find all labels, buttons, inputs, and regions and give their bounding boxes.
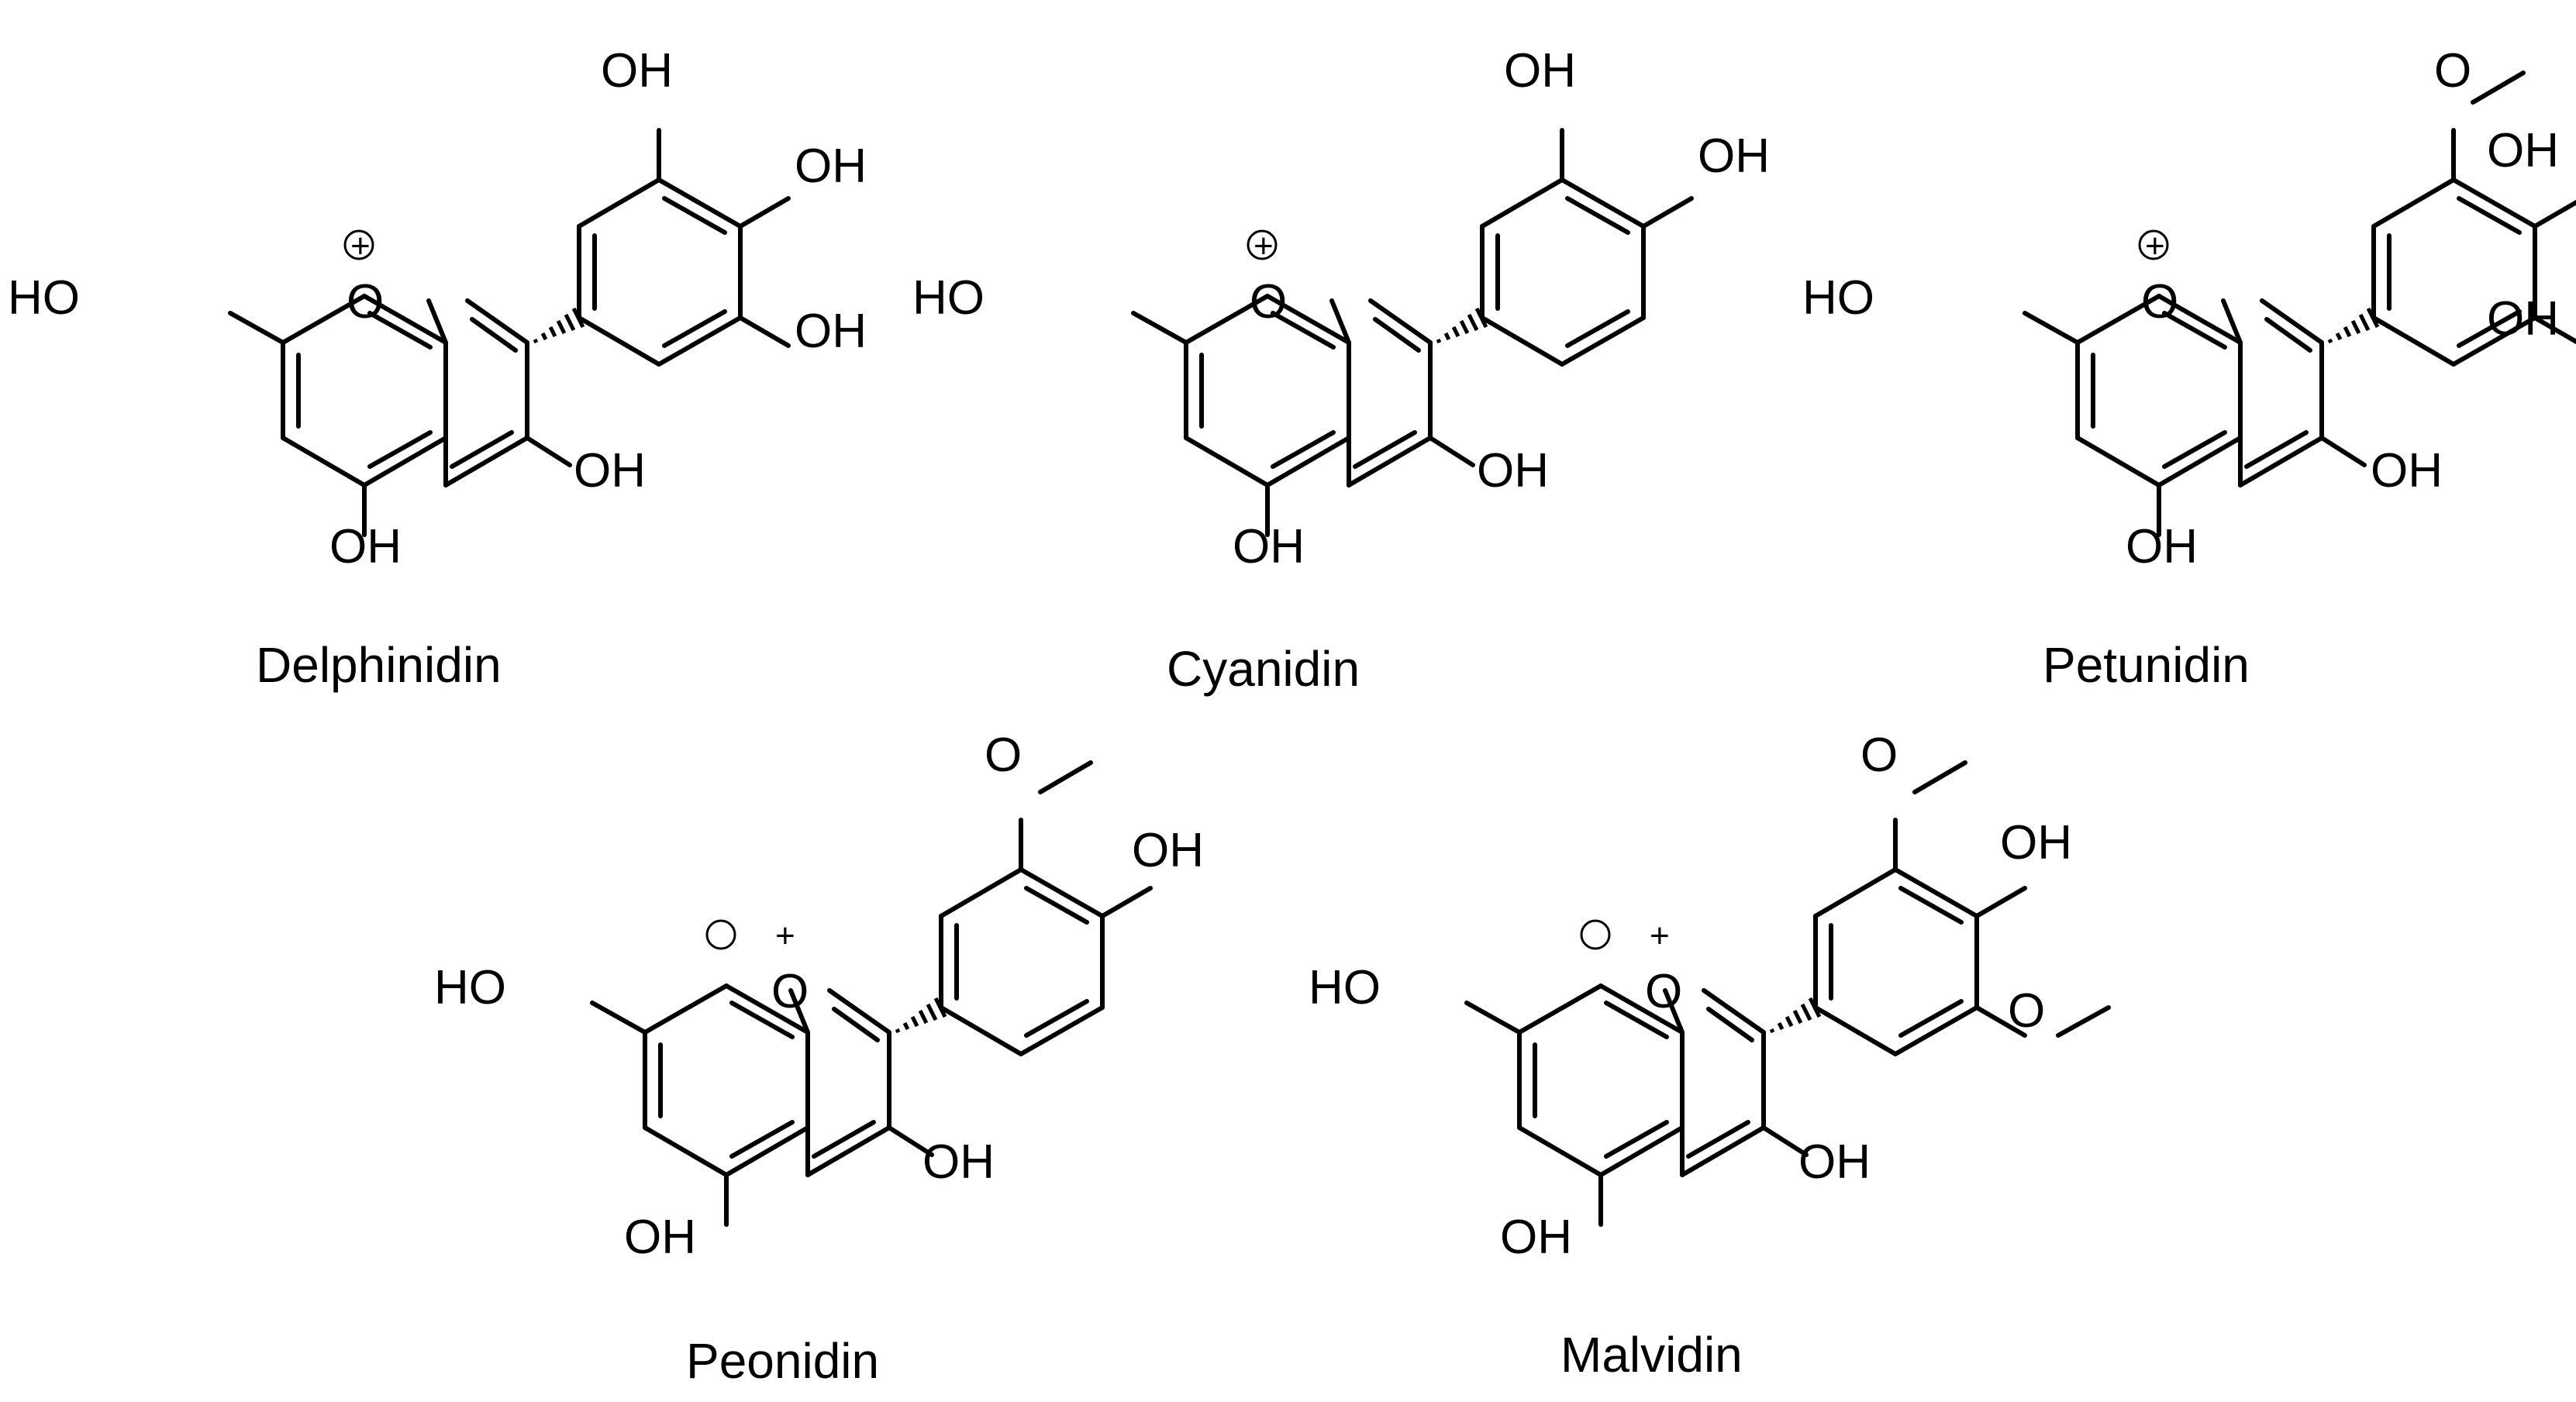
- labels-delphinidin: HO O + OH OH OH OH OH Delphinidin: [8, 44, 867, 693]
- labels-petunidin: HO O + OH OH O OH OH Petunidin: [1802, 44, 2559, 693]
- s3p-label: OH: [1504, 44, 1576, 98]
- oh5-label: OH: [1233, 520, 1305, 574]
- labels-peonidin: HO O + OH OH O OH Peonidin: [434, 729, 1204, 1389]
- oh3-label: OH: [1798, 1135, 1871, 1189]
- molecule-delphinidin: [230, 128, 791, 535]
- s4p-label: OH: [795, 140, 867, 193]
- s5p-label: OH: [795, 305, 867, 358]
- s3p-label: OH: [601, 44, 673, 98]
- oh7-label: HO: [1802, 271, 1874, 325]
- molecule-peonidin: [592, 760, 1153, 1225]
- oh3-label: OH: [2371, 444, 2443, 498]
- oh7-label: HO: [912, 271, 985, 325]
- s3p-label: O: [985, 729, 1022, 782]
- ring-oxygen-label: O: [2141, 275, 2178, 329]
- oh5-label: OH: [329, 520, 402, 574]
- charge-label: +: [350, 227, 371, 265]
- molecule-name: Cyanidin: [1167, 641, 1360, 697]
- ring-oxygen-label: O: [1250, 275, 1287, 329]
- oh5-label: OH: [1500, 1211, 1572, 1264]
- oh7-label: HO: [434, 961, 506, 1014]
- ring-oxygen-label: O: [771, 965, 809, 1018]
- molecule-name: Petunidin: [2043, 637, 2250, 693]
- molecule-malvidin: [1467, 760, 2111, 1225]
- oh3-label: OH: [1477, 444, 1549, 498]
- ring-oxygen-label: O: [1645, 965, 1682, 1018]
- s4p-label: OH: [1132, 824, 1204, 877]
- s5p-label: OH: [2487, 292, 2559, 346]
- charge-label: +: [2145, 227, 2165, 265]
- oh7-label: HO: [1309, 961, 1381, 1014]
- molecule-name: Delphinidin: [256, 637, 502, 693]
- s4p-label: OH: [2000, 816, 2072, 870]
- oh5-label: OH: [624, 1211, 696, 1264]
- charge-label: +: [1254, 227, 1274, 265]
- s3p-label: O: [2434, 44, 2471, 98]
- oh3-label: OH: [574, 444, 646, 498]
- oh3-label: OH: [922, 1135, 995, 1189]
- charge-label: +: [1650, 917, 1670, 955]
- s5p-label: O: [2008, 984, 2045, 1038]
- molecule-cyanidin: [1133, 128, 1694, 535]
- oh5-label: OH: [2126, 520, 2198, 574]
- labels-malvidin: HO O + OH OH O OH O Malvidin: [1309, 729, 2072, 1383]
- ring-oxygen-label: O: [347, 275, 384, 329]
- molecule-name: Malvidin: [1560, 1327, 1743, 1383]
- molecule-petunidin: [2025, 71, 2576, 535]
- s4p-label: OH: [1698, 129, 1770, 183]
- molecule-name: Peonidin: [686, 1333, 879, 1389]
- labels-cyanidin: HO O + OH OH OH OH Cyanidin: [912, 44, 1770, 697]
- s3p-label: O: [1860, 729, 1898, 782]
- oh7-label: HO: [8, 271, 80, 325]
- charge-label: +: [775, 917, 795, 955]
- s4p-label: OH: [2487, 124, 2559, 177]
